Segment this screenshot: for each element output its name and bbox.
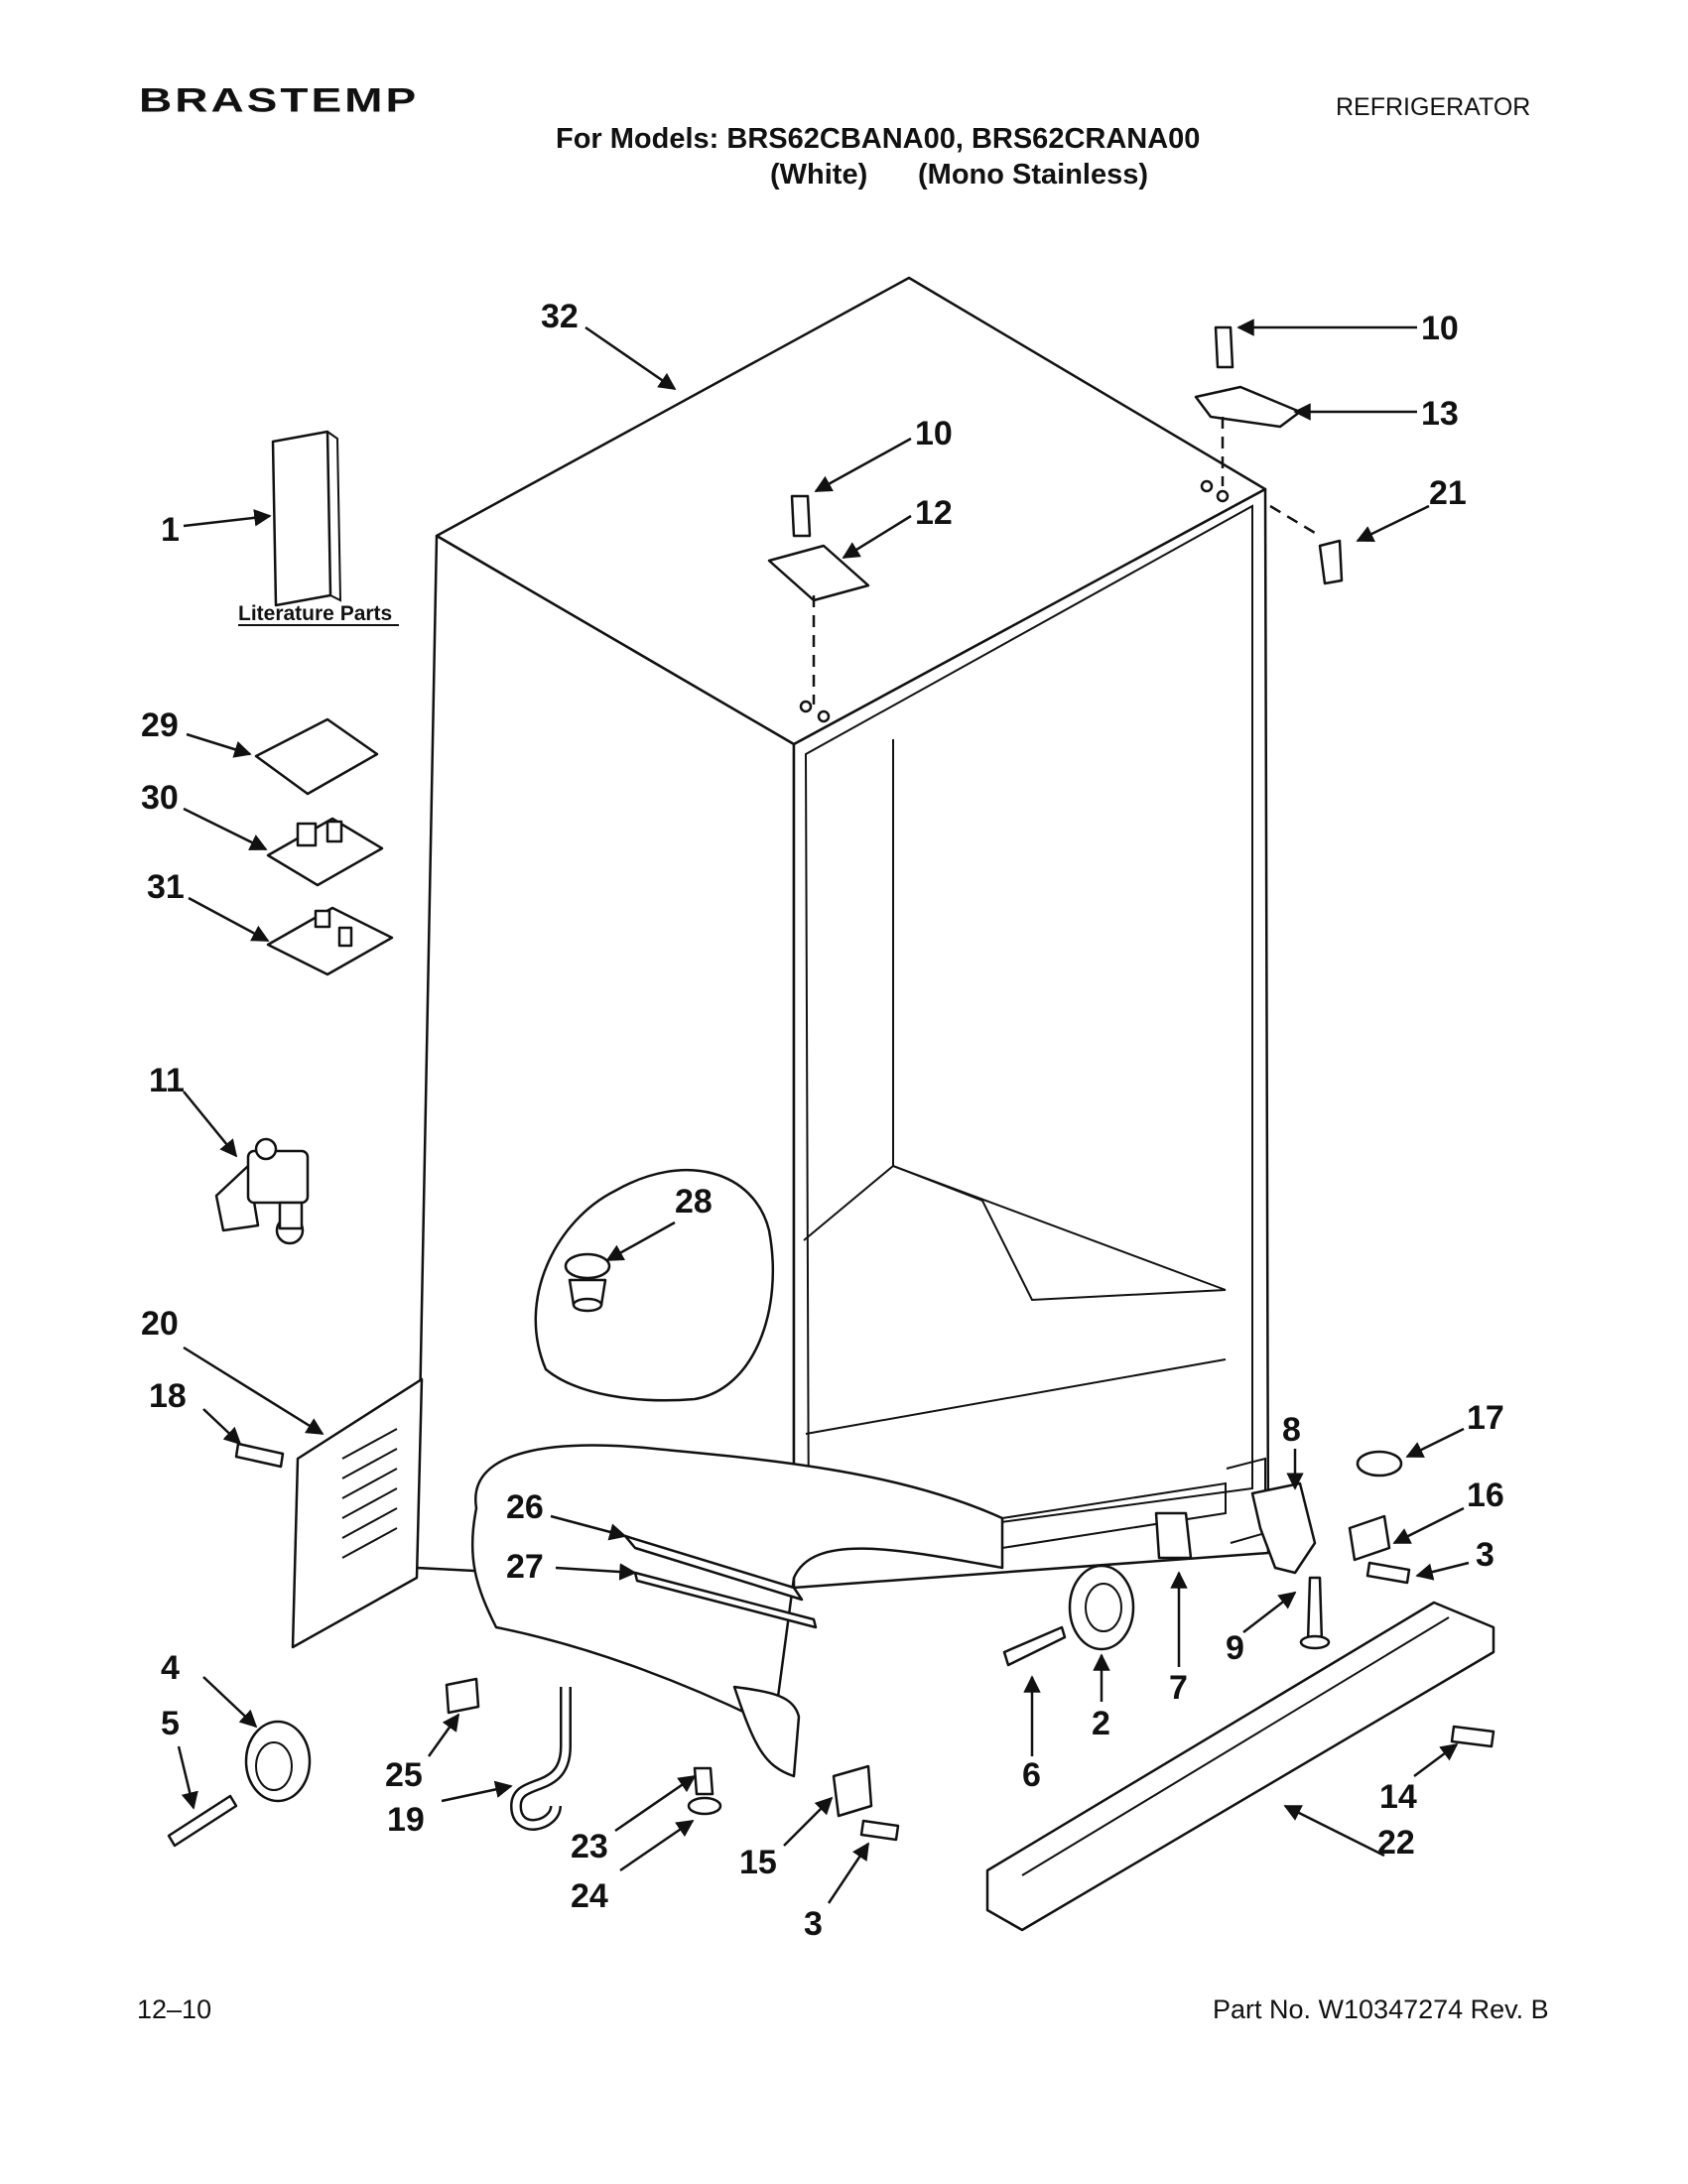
callout-numbers: 32 10 13 21 10 12 1 29 30 31 11 28 20 18… bbox=[141, 298, 1504, 1943]
front-roller bbox=[1068, 1564, 1135, 1651]
toe-grille bbox=[985, 1601, 1495, 1932]
callout-31: 31 bbox=[147, 868, 185, 906]
roller-axle bbox=[1002, 1625, 1067, 1667]
callout-11: 11 bbox=[149, 1062, 185, 1099]
callout-3-right: 3 bbox=[1476, 1536, 1494, 1574]
callout-5: 5 bbox=[161, 1705, 180, 1742]
panel-slots bbox=[341, 1428, 398, 1559]
callout-22: 22 bbox=[1377, 1824, 1415, 1862]
hinge-pin-bracket bbox=[1348, 1514, 1391, 1562]
hinge-cam bbox=[1356, 1450, 1403, 1477]
variant-stainless: (Mono Stainless) bbox=[918, 159, 1149, 191]
hinge-cover bbox=[1318, 539, 1344, 585]
callout-25: 25 bbox=[385, 1756, 423, 1794]
callout-6: 6 bbox=[1022, 1756, 1041, 1794]
footer-part-number: Part No. W10347274 Rev. B bbox=[1213, 1994, 1549, 2024]
rear-roller bbox=[244, 1720, 312, 1803]
literature-label: Literature Parts bbox=[238, 602, 392, 625]
rear-roller-axle bbox=[167, 1794, 238, 1848]
water-valve bbox=[214, 1137, 310, 1245]
top-hinge-screw bbox=[1214, 325, 1234, 369]
panel-screw bbox=[234, 1442, 285, 1469]
drain-tube bbox=[509, 1687, 572, 1831]
callout-20: 20 bbox=[141, 1305, 179, 1343]
hinge-screw bbox=[1365, 1561, 1411, 1585]
grille-screw bbox=[1450, 1725, 1495, 1748]
callout-32: 32 bbox=[541, 298, 579, 335]
callout-2: 2 bbox=[1092, 1705, 1110, 1742]
footer-date-code: 12–10 bbox=[137, 1994, 212, 2024]
cabinet-drawing bbox=[415, 276, 1270, 1778]
callout-3-bottom: 3 bbox=[804, 1905, 823, 1943]
callout-14: 14 bbox=[1379, 1778, 1417, 1816]
literature-booklet bbox=[271, 430, 332, 607]
callout-28: 28 bbox=[675, 1183, 713, 1220]
board-cover bbox=[254, 717, 379, 796]
brand-logo: BRASTEMP bbox=[139, 79, 420, 119]
callout-30: 30 bbox=[141, 779, 179, 817]
leveling-washer bbox=[687, 1796, 722, 1816]
callout-13: 13 bbox=[1421, 395, 1459, 433]
callout-19: 19 bbox=[387, 1801, 425, 1839]
callout-7: 7 bbox=[1169, 1669, 1188, 1707]
leveling-screw bbox=[693, 1766, 714, 1796]
control-board bbox=[266, 817, 384, 887]
callout-4: 4 bbox=[161, 1649, 180, 1687]
callout-29: 29 bbox=[141, 707, 179, 744]
callout-26: 26 bbox=[506, 1488, 544, 1526]
callout-9: 9 bbox=[1226, 1629, 1244, 1667]
callout-12: 12 bbox=[915, 494, 953, 532]
callout-16: 16 bbox=[1467, 1477, 1504, 1514]
models-line: For Models: BRS62CBANA00, BRS62CRANA00 bbox=[556, 123, 1201, 155]
callout-27: 27 bbox=[506, 1548, 544, 1586]
callout-1: 1 bbox=[161, 511, 180, 549]
callout-15: 15 bbox=[739, 1844, 777, 1881]
bracket-screw bbox=[859, 1819, 900, 1842]
callout-23: 23 bbox=[571, 1828, 608, 1865]
callout-10-top-left: 10 bbox=[915, 415, 953, 452]
top-hinge-right bbox=[1194, 385, 1302, 429]
callout-21: 21 bbox=[1429, 474, 1467, 512]
callout-17: 17 bbox=[1467, 1399, 1504, 1437]
power-board bbox=[266, 906, 394, 976]
rear-access-panel bbox=[291, 1377, 424, 1649]
callout-18: 18 bbox=[149, 1377, 187, 1415]
callout-8: 8 bbox=[1282, 1411, 1301, 1449]
drain-screw bbox=[445, 1677, 480, 1715]
top-hinge-left bbox=[767, 544, 870, 602]
bottom-hinge bbox=[1250, 1481, 1317, 1575]
door-stop bbox=[1154, 1511, 1193, 1560]
bottom-bracket bbox=[832, 1764, 873, 1818]
hinge-pin bbox=[1306, 1576, 1324, 1644]
callout-10-top-right: 10 bbox=[1421, 310, 1459, 347]
variant-white: (White) bbox=[770, 159, 868, 191]
callout-24: 24 bbox=[571, 1877, 608, 1915]
top-hinge-screw-left bbox=[790, 494, 812, 538]
leader-lines bbox=[177, 319, 1470, 1904]
product-category: REFRIGERATOR bbox=[1336, 93, 1531, 121]
